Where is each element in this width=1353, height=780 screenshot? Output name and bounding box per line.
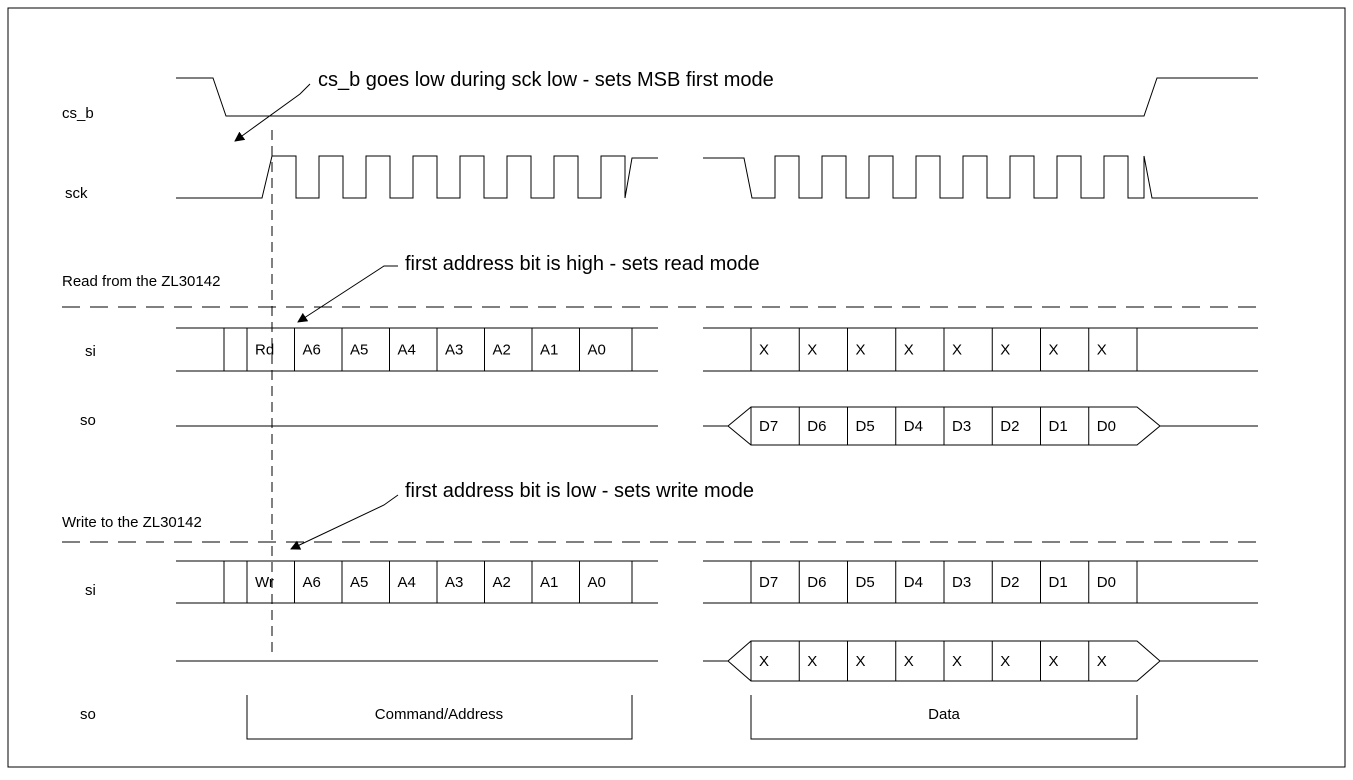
read-so-data-cells: D7 D6 D5 D4 D3 D2 D1 D0 xyxy=(750,407,1116,445)
write-si-data-cell: D7 xyxy=(759,574,778,591)
read-si-data-cell: X xyxy=(904,342,914,359)
write-si-data-cell: D2 xyxy=(1000,574,1019,591)
read-si-data-cell: X xyxy=(1049,342,1059,359)
write-si-command-cell: Wr xyxy=(255,574,274,591)
write-si-command-cell: A2 xyxy=(493,574,511,591)
read-si-command-cell: A6 xyxy=(303,342,321,359)
read-si-data-cell: X xyxy=(1000,342,1010,359)
write-so-data-cell: X xyxy=(759,653,769,670)
write-so-label: so xyxy=(80,706,96,723)
sck-waveform xyxy=(176,155,658,199)
read-so-data-cell: D3 xyxy=(952,418,971,435)
read-mode-arrow xyxy=(297,265,398,323)
msb-arrow xyxy=(234,83,311,142)
read-si-command-cell: A0 xyxy=(588,342,606,359)
read-si-command-cell: A4 xyxy=(398,342,416,359)
write-so-bus xyxy=(176,640,1258,682)
read-si-command-cell: A5 xyxy=(350,342,368,359)
write-so-data-cell: X xyxy=(952,653,962,670)
read-si-command-cells: Rd A6 A5 A4 A3 A2 A1 A0 xyxy=(246,328,606,371)
write-si-command-cell: A4 xyxy=(398,574,416,591)
write-si-command-cells: Wr A6 A5 A4 A3 A2 A1 A0 xyxy=(246,561,606,603)
read-si-data-cell: X xyxy=(856,342,866,359)
command-address-label: Command/Address xyxy=(375,706,503,723)
read-so-data-cell: D1 xyxy=(1049,418,1068,435)
read-so-data-cell: D4 xyxy=(904,418,923,435)
diagram-frame xyxy=(7,7,1346,768)
write-so-data-cell: X xyxy=(1000,653,1010,670)
read-so-data-cell: D7 xyxy=(759,418,778,435)
write-so-data-cell: X xyxy=(1049,653,1059,670)
write-si-command-cell: A1 xyxy=(540,574,558,591)
write-mode-annotation: first address bit is low - sets write mo… xyxy=(405,480,754,502)
write-si-command-cell: A6 xyxy=(303,574,321,591)
read-si-data-cell: X xyxy=(759,342,769,359)
write-si-data-cell: D6 xyxy=(807,574,826,591)
write-si-data-cell: D3 xyxy=(952,574,971,591)
cs-b-label: cs_b xyxy=(62,105,94,122)
sck-waveform-2 xyxy=(703,155,1258,199)
write-si-data-cells: D7 D6 D5 D4 D3 D2 D1 D0 xyxy=(750,561,1116,603)
command-address-bracket xyxy=(246,695,633,740)
read-so-data-cell: D5 xyxy=(856,418,875,435)
write-so-data-cell: X xyxy=(807,653,817,670)
write-mode-arrow xyxy=(290,494,399,550)
read-si-bus xyxy=(176,327,1258,372)
write-so-data-cell: X xyxy=(1097,653,1107,670)
read-section-label: Read from the ZL30142 xyxy=(62,273,220,290)
msb-annotation: cs_b goes low during sck low - sets MSB … xyxy=(318,69,774,91)
data-label: Data xyxy=(928,706,960,723)
read-si-command-cell: A1 xyxy=(540,342,558,359)
write-si-label: si xyxy=(85,582,96,599)
sck-label: sck xyxy=(65,185,88,202)
read-si-data-cell: X xyxy=(1097,342,1107,359)
read-si-label: si xyxy=(85,343,96,360)
write-so-data-cell: X xyxy=(856,653,866,670)
read-si-command-cell: Rd xyxy=(255,342,274,359)
write-si-data-cell: D0 xyxy=(1097,574,1116,591)
write-si-command-cell: A0 xyxy=(588,574,606,591)
data-bracket xyxy=(750,695,1138,740)
read-so-data-cell: D6 xyxy=(807,418,826,435)
read-so-data-cell: D0 xyxy=(1097,418,1116,435)
read-so-data-cell: D2 xyxy=(1000,418,1019,435)
read-so-bus xyxy=(176,406,1258,446)
read-si-data-cell: X xyxy=(952,342,962,359)
cs-b-waveform xyxy=(176,77,1258,117)
write-section-label: Write to the ZL30142 xyxy=(62,514,202,531)
write-si-data-cell: D5 xyxy=(856,574,875,591)
read-mode-annotation: first address bit is high - sets read mo… xyxy=(405,253,760,275)
write-si-data-cell: D1 xyxy=(1049,574,1068,591)
read-so-label: so xyxy=(80,412,96,429)
read-si-command-cell: A3 xyxy=(445,342,463,359)
read-si-data-cell: X xyxy=(807,342,817,359)
read-si-command-cell: A2 xyxy=(493,342,511,359)
write-si-command-cell: A5 xyxy=(350,574,368,591)
write-si-command-cell: A3 xyxy=(445,574,463,591)
write-so-data-cell: X xyxy=(904,653,914,670)
write-si-data-cell: D4 xyxy=(904,574,923,591)
write-si-bus xyxy=(176,560,1258,604)
